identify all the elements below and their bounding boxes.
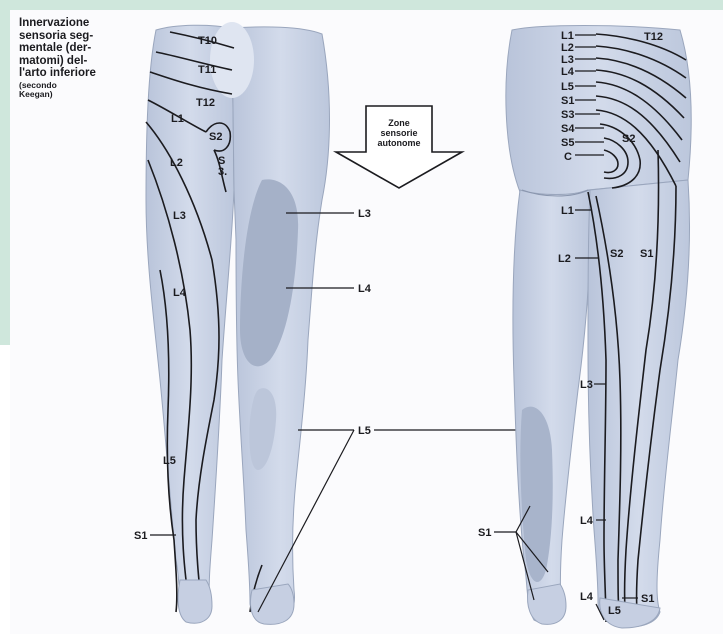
posterior-label-l5: L5 (561, 81, 574, 93)
text-line: autonome (377, 138, 420, 148)
posterior-label-s2: S2 (622, 133, 635, 145)
anterior-label-s2: S2 (209, 131, 222, 143)
posterior-label-l2-mid: L2 (558, 253, 571, 265)
posterior-left-leg (513, 190, 590, 623)
anterior-label-l2: L2 (170, 157, 183, 169)
text-line: Zone (388, 118, 410, 128)
anterior-callout-l4: L4 (358, 283, 372, 295)
anterior-label-t11: T11 (198, 64, 216, 76)
anterior-label-t12: T12 (196, 97, 215, 109)
posterior-label-l4-low: L4 (580, 515, 594, 527)
posterior-label-l4: L4 (561, 66, 575, 78)
posterior-label-l2: L2 (561, 42, 574, 54)
figure-subtitle: (secondo Keegan) (19, 81, 149, 100)
posterior-label-s5: S5 (561, 137, 574, 149)
figure-title: Innervazione sensoria seg- mentale (der-… (19, 17, 149, 80)
anterior-right-foot (251, 584, 295, 624)
text-line: sensorie (380, 128, 417, 138)
posterior-label-s4: S4 (561, 123, 575, 135)
posterior-label-l1: L1 (561, 30, 574, 42)
anterior-genital-area (210, 22, 254, 98)
posterior-view: L1 L2 L3 L4 L5 S1 S3 S4 S5 C T12 S2 L1 L… (478, 26, 691, 629)
posterior-label-s1-low: S1 (478, 527, 491, 539)
posterior-label-l1-mid: L1 (561, 205, 574, 217)
posterior-label-l3-low: L3 (580, 379, 593, 391)
text-line: 3. (218, 166, 227, 178)
posterior-label-s1: S1 (561, 95, 574, 107)
posterior-label-t12: T12 (644, 31, 663, 43)
anterior-left-foot (178, 580, 212, 623)
posterior-label-s1-foot: S1 (641, 593, 654, 605)
posterior-label-s1-right: S1 (640, 248, 653, 260)
anterior-label-l3: L3 (173, 210, 186, 222)
posterior-label-l4-foot: L4 (580, 591, 594, 603)
posterior-label-c: C (564, 151, 572, 163)
anterior-label-t10: T10 (198, 35, 217, 47)
anterior-label-l4: L4 (173, 287, 187, 299)
posterior-label-l3: L3 (561, 54, 574, 66)
posterior-left-foot (528, 584, 566, 624)
figure-title-block: Innervazione sensoria seg- mentale (der-… (19, 17, 149, 100)
posterior-label-s3: S3 (561, 109, 574, 121)
anterior-callout-l3: L3 (358, 208, 371, 220)
posterior-label-s2-mid: S2 (610, 248, 623, 260)
anterior-label-s1: S1 (134, 530, 147, 542)
anterior-label-l1: L1 (171, 113, 184, 125)
anterior-callout-l5: L5 (358, 425, 371, 437)
anterior-left-leg (146, 25, 234, 617)
posterior-label-l5-foot: L5 (608, 605, 621, 617)
anterior-label-l5: L5 (163, 455, 176, 467)
